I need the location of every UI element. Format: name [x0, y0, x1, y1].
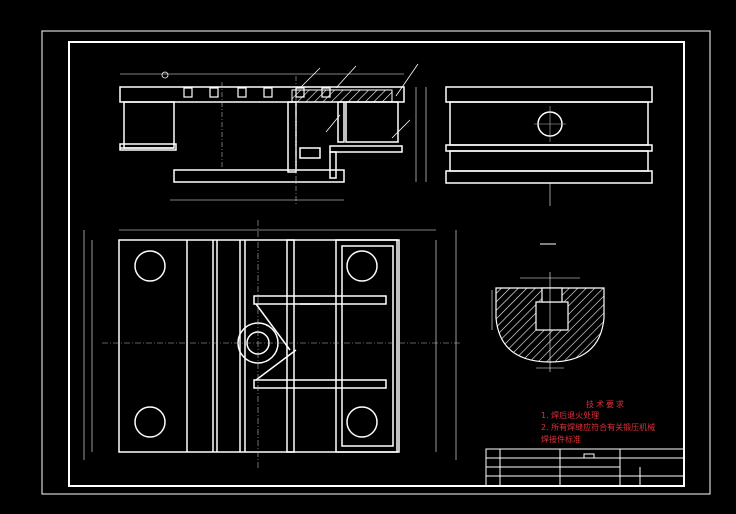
section-view [491, 243, 605, 372]
title-block [485, 448, 685, 487]
plan-view [83, 220, 460, 470]
side-view [445, 86, 653, 206]
front-view-bolts [183, 87, 331, 98]
sheet-border [41, 30, 711, 495]
front-view [119, 73, 427, 205]
technical-note-line-3: 焊接件标准 [541, 435, 581, 444]
front-view-symbols [161, 63, 419, 139]
technical-note-line-2: 2. 所有焊缝应符合有关锻压机械 [541, 423, 656, 432]
technical-notes-title: 技术要求 [586, 400, 626, 409]
technical-note-line-1: 1. 焊后退火处理 [541, 411, 600, 420]
